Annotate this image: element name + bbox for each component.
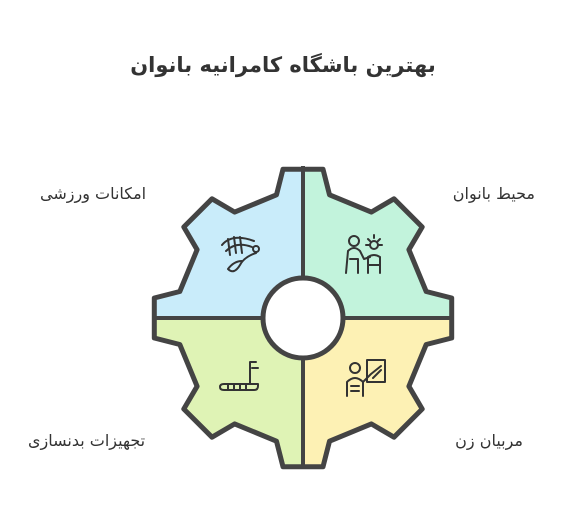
label-sports-facilities: امکانات ورزشی bbox=[40, 184, 147, 203]
treadmill-icon bbox=[219, 361, 259, 391]
women-group-icon bbox=[345, 234, 383, 274]
label-women-environment: محیط بانوان bbox=[452, 184, 535, 203]
label-bodybuilding-equipment: تجهیزات بدنسازی bbox=[28, 431, 146, 450]
label-female-trainers: مربیان زن bbox=[455, 431, 523, 450]
gymnastics-icon bbox=[221, 236, 260, 273]
gear-outline bbox=[151, 166, 455, 470]
gear-hub bbox=[260, 275, 346, 361]
page-title: بهترین باشگاه کامرانیه بانوان bbox=[130, 53, 436, 77]
female-trainer-icon bbox=[346, 359, 386, 397]
